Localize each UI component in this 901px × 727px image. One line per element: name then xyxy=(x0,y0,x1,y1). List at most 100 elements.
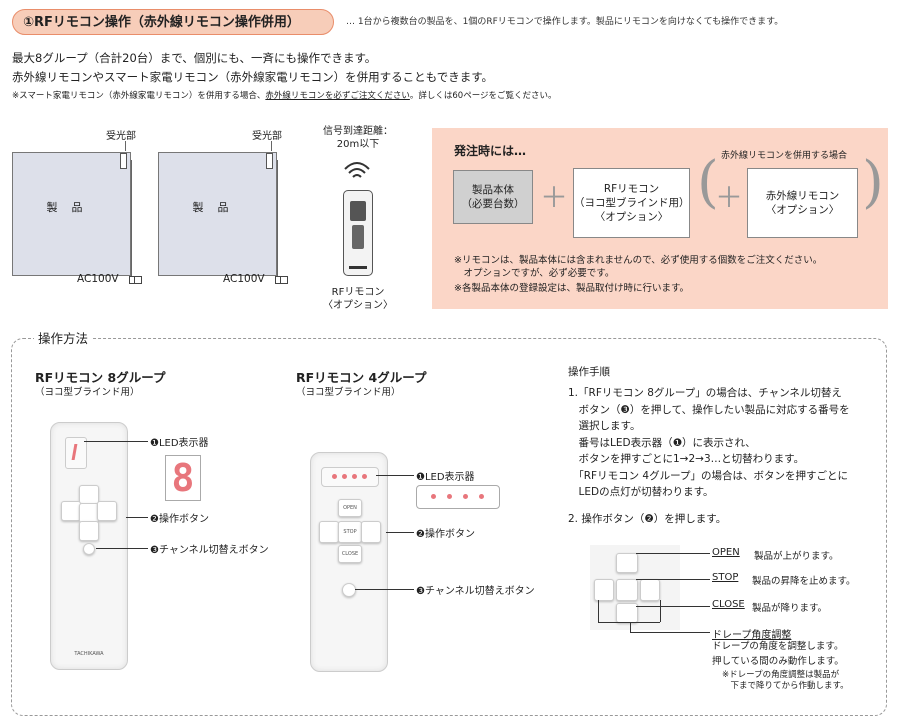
closeup-right-button xyxy=(640,579,660,601)
stop-button[interactable]: STOP xyxy=(338,521,362,543)
plug-head-icon xyxy=(134,276,142,284)
led-indicator-detail xyxy=(416,485,500,509)
led-dot-icon xyxy=(431,494,436,499)
sensor-icon xyxy=(120,153,127,169)
channel-button[interactable] xyxy=(342,583,356,597)
sensor-label: 受光部 xyxy=(252,131,282,142)
led-dot-icon xyxy=(479,494,484,499)
sensor-icon xyxy=(266,153,273,169)
steps-title: 操作手順 xyxy=(568,366,610,378)
drape-note-2: 下まで降りてから作動します。 xyxy=(722,681,849,691)
operation-frame xyxy=(11,338,887,716)
led-indicator xyxy=(321,467,379,487)
product-label: 製品 xyxy=(192,201,243,214)
led-dot-icon xyxy=(332,474,337,479)
callout-line xyxy=(630,632,710,633)
power-label: AC100V xyxy=(223,273,265,285)
open-paren-icon: ( xyxy=(697,150,719,215)
product-box: 製品 xyxy=(12,152,131,276)
closeup-left-button xyxy=(594,579,614,601)
led-display xyxy=(65,437,87,469)
step-1-line-4: 番号はLED表示器（❶）に表示され、 xyxy=(568,436,756,449)
power-cord xyxy=(277,160,278,278)
order-item-ir-line1: 赤外線リモコン xyxy=(765,190,840,202)
order-item-product: 製品本体 （必要台数） xyxy=(453,170,533,224)
plug-head-icon xyxy=(280,276,288,284)
callout-line xyxy=(126,517,148,518)
drape-bracket-bottom xyxy=(598,622,660,623)
order-title: 発注時には… xyxy=(454,144,527,158)
close-key-desc: 製品が降ります。 xyxy=(752,603,828,614)
up-button[interactable] xyxy=(79,485,99,505)
callout-line xyxy=(630,622,631,632)
rf-remote-4group: OPEN STOP CLOSE xyxy=(310,452,388,672)
channel-callout: ❸チャンネル切替えボタン xyxy=(150,545,269,556)
callout-line xyxy=(636,606,710,607)
order-item-rf-line2: （ヨコ型ブラインド用） xyxy=(574,197,690,209)
drape-bracket-left xyxy=(598,600,599,622)
step-2: 2. 操作ボタン（❷）を押します。 xyxy=(568,513,727,525)
order-item-ir-remote: 赤外線リモコン 〈オプション〉 xyxy=(747,168,858,238)
button-callout: ❷操作ボタン xyxy=(416,529,475,540)
callout-line xyxy=(386,532,414,533)
order-item-product-line1: 製品本体 xyxy=(472,184,514,196)
stop-key-desc: 製品の昇降を止めます。 xyxy=(752,576,856,587)
power-label: AC100V xyxy=(77,273,119,285)
drape-desc-1: ドレープの角度を調整します。 xyxy=(712,641,844,652)
stop-key-label: STOP xyxy=(712,572,739,583)
left-tilt-button[interactable] xyxy=(319,521,339,543)
signal-range-line-1: 信号到達距離： xyxy=(323,126,393,137)
signal-range-line-2: 20m以下 xyxy=(336,139,380,150)
closeup-close-button xyxy=(616,603,638,623)
step-1-line-6: 「RFリモコン 4グループ」の場合は、ボタンを押すごとに xyxy=(568,469,848,482)
callout-line xyxy=(84,441,148,442)
intro-line-2: 赤外線リモコンやスマート家電リモコン（赤外線家電リモコン）を併用することもできま… xyxy=(12,70,494,84)
order-note-3: ※各製品本体の登録設定は、製品取付け時に行います。 xyxy=(454,283,690,294)
remote-caption: RFリモコン 〈オプション〉 xyxy=(320,286,396,312)
remote8-title: RFリモコン 8グループ xyxy=(35,370,166,385)
drape-key-label: ドレープ角度調整 xyxy=(712,630,792,641)
led-segment-icon xyxy=(71,444,78,460)
callout-line xyxy=(355,589,414,590)
step-1-line-5: ボタンを押すごとに1→2→3…と切替わります。 xyxy=(568,453,805,465)
intro-note: ※スマート家電リモコン（赤外線家電リモコン）を併用する場合、 xyxy=(12,91,266,101)
step-1-line-7: LEDの点灯が切替わります。 xyxy=(568,486,714,498)
leader-line xyxy=(271,141,272,151)
steps-list: 1.「RFリモコン 8グループ」の場合は、チャンネル切替え ボタン（❸）を押して… xyxy=(568,385,850,501)
brand-mark-icon xyxy=(349,266,367,269)
signal-range-label: 信号到達距離： 20m以下 xyxy=(320,125,396,151)
drape-note-1: ※ドレープの角度調整は製品が xyxy=(722,670,840,680)
remote4-title: RFリモコン 4グループ xyxy=(296,370,427,385)
close-button[interactable]: CLOSE xyxy=(338,545,362,563)
step-1-line-2: ボタン（❸）を押して、操作したい製品に対応する番号を xyxy=(568,403,850,416)
drape-desc-2: 押している間のみ動作します。 xyxy=(712,656,844,667)
rf-remote-small xyxy=(343,190,373,276)
led-callout: ❶LED表示器 xyxy=(150,438,209,449)
intro-note-tail: 。詳しくは60ページをご覧ください。 xyxy=(409,91,557,101)
open-button[interactable]: OPEN xyxy=(338,499,362,517)
section-description: … 1台から複数台の製品を、1個のRFリモコンで操作します。製品にリモコンを向け… xyxy=(346,17,784,27)
leader-line xyxy=(125,141,126,151)
left-button[interactable] xyxy=(61,501,81,521)
operation-title: 操作方法 xyxy=(34,328,93,347)
order-item-rf-line1: RFリモコン xyxy=(603,183,660,195)
remote-caption-line-1: RFリモコン xyxy=(331,287,385,298)
order-item-rf-remote: RFリモコン （ヨコ型ブラインド用） 〈オプション〉 xyxy=(573,168,690,238)
channel-button[interactable] xyxy=(83,543,95,555)
plus-icon: ＋ xyxy=(715,181,744,214)
open-key-desc: 製品が上がります。 xyxy=(754,551,839,562)
product-box: 製品 xyxy=(158,152,277,276)
stop-button[interactable] xyxy=(79,503,99,523)
callout-line xyxy=(376,475,414,476)
right-tilt-button[interactable] xyxy=(361,521,381,543)
led-display-icon xyxy=(350,201,366,221)
order-item-product-line2: （必要台数） xyxy=(461,198,525,210)
channel-callout: ❸チャンネル切替えボタン xyxy=(416,586,535,597)
led-dot-icon xyxy=(342,474,347,479)
remote-caption-line-2: 〈オプション〉 xyxy=(323,300,393,311)
led-dot-icon xyxy=(362,474,367,479)
down-button[interactable] xyxy=(79,521,99,541)
right-button[interactable] xyxy=(97,501,117,521)
order-item-ir-line2: 〈オプション〉 xyxy=(765,204,840,216)
callout-line xyxy=(636,553,710,554)
